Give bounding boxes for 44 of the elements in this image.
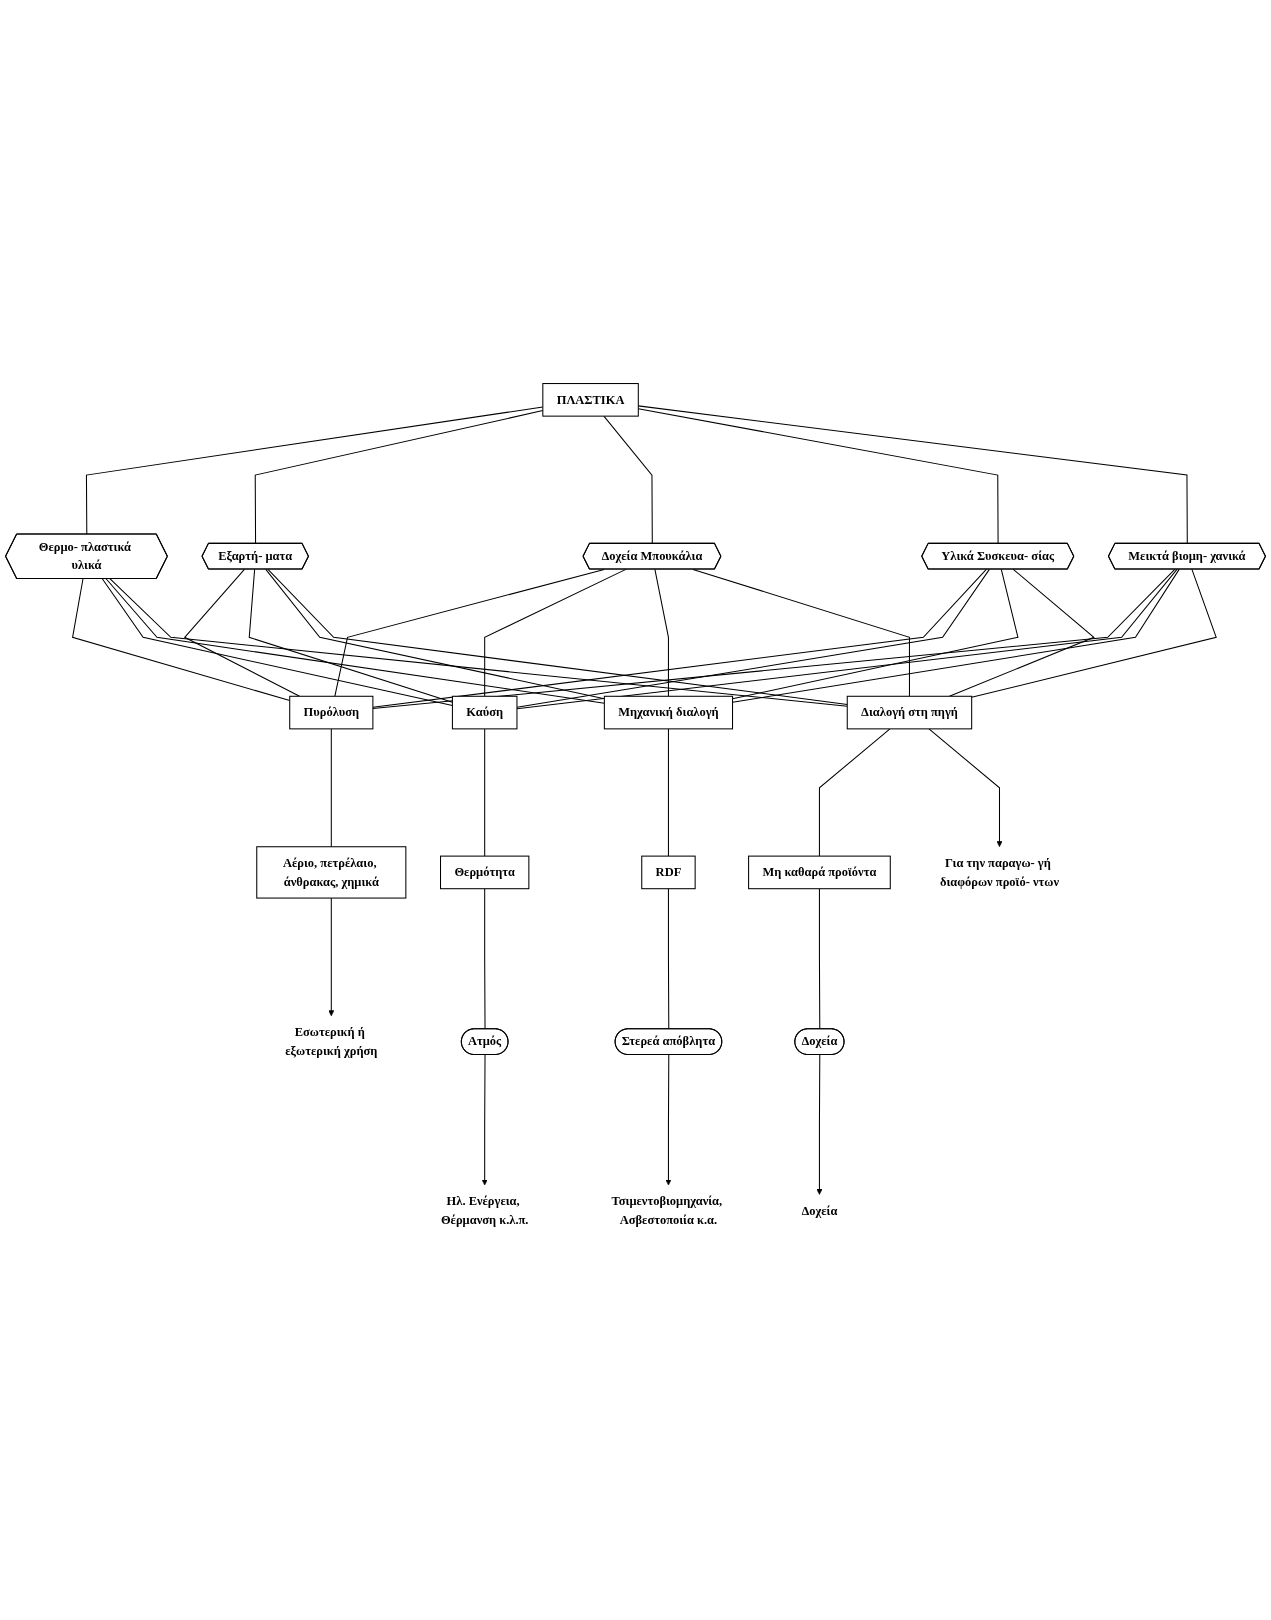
connector [732,568,1019,700]
connector [818,728,891,857]
connector [183,568,301,697]
arrow [816,1054,823,1195]
connector [105,578,605,704]
connector [732,568,1180,703]
node-box: Μη καθαρά προϊόντα [748,855,891,890]
connector [267,568,848,705]
connector [654,568,669,697]
connector [971,568,1217,698]
connector [484,568,627,697]
connector [101,578,453,706]
node-box: Καύση [451,695,518,730]
arrow [328,897,335,1017]
node-box: Θερμότητα [440,855,530,890]
connector [109,578,848,707]
node-box: ΠΛΑΣΤΙΚΑ [542,383,639,417]
node-text: Δοχεία [801,1203,838,1218]
node-text: Εσωτερική ή εξωτερική χρήση [285,1024,378,1058]
connector [667,888,670,1030]
connector [516,568,990,708]
node-text: Ηλ. Ενέργεια, Θέρμανση κ.λ.π. [440,1194,529,1227]
node-box: Αέριο, πετρέλαιο, άνθρακας, χημικά [256,846,407,899]
node-box: RDF [641,855,696,890]
connector [484,728,486,857]
node-box: Πυρόλυση [289,695,374,730]
connector [265,568,605,700]
node-text: Για την παραγω- γή διαφόρων προϊό- ντων [939,855,1059,889]
connector [516,568,1178,710]
connector [603,415,653,545]
connector [948,568,1095,697]
connector [372,568,1176,710]
arrow [665,1054,672,1186]
node-box: Διαλογή στη πηγή [846,695,973,730]
connector [818,888,821,1030]
connector [372,568,987,708]
connector [667,728,669,857]
node-box: Μηχανική διαλογή [603,695,734,730]
connector [484,888,486,1030]
arrow [928,728,1003,848]
connector [248,568,453,703]
arrow [481,1054,488,1186]
connector [330,728,332,848]
node-text: Τσιμεντοβιομηχανία, Ασβεστοποιία κ.α. [611,1194,723,1227]
